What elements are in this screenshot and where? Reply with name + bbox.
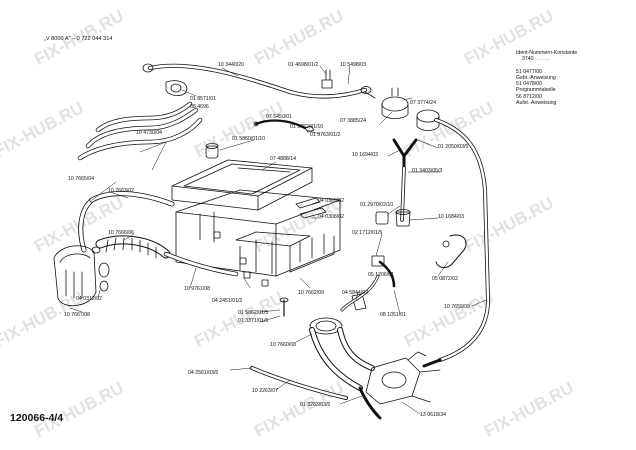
part-label: 01 9763/01/2 — [310, 132, 341, 138]
ident-item: 51 0477/00 — [516, 68, 542, 75]
part-label: 01 2970/02/10 — [360, 202, 394, 208]
part-label: 07 3885/24 — [340, 118, 366, 124]
ident-item: 51 0478/00 — [516, 81, 542, 88]
part-label: 04 0308/02 — [318, 214, 344, 220]
part-label: 01 4698/01/2 — [288, 62, 319, 68]
part-label: 07 4888/14 — [270, 156, 296, 162]
ident-title: Ident-Nummern-Konstante — [516, 50, 578, 56]
part-label: 07 5450/01 — [266, 114, 292, 120]
part-label: 10 5498/03 — [340, 62, 366, 68]
part-label: 10 1694/03 — [352, 152, 378, 158]
part-label: 01 3371/01/5 — [238, 318, 269, 324]
part-label: 04 5844/02 — [342, 290, 368, 296]
ident-code: 3740 . . . . . — [522, 56, 550, 63]
part-label: 10 1684/03 — [438, 214, 464, 220]
ident-item: Aufst.-Anweisung — [516, 100, 557, 107]
part-label: 10 7666/06 — [108, 230, 134, 236]
ident-number-block: Ident-Nummern-Konstante 3740 . . . . . 5… — [516, 50, 577, 106]
part-label: 10 7659/08 — [444, 304, 470, 310]
part-label: 02 1712/01/5 — [352, 230, 383, 236]
part-label: 05 0872/02 — [432, 276, 458, 282]
part-label: 01 8571/01 — [190, 96, 216, 102]
part-label: 01 2050/03/5 — [438, 144, 469, 150]
part-label: 01 5860/01/10 — [232, 136, 266, 142]
part-label: 05 1206/01 — [368, 272, 394, 278]
part-label: 01 3403/05/3 — [412, 168, 443, 174]
part-label: 13 0618/34 — [420, 412, 446, 418]
part-label: 10 7663/02 — [108, 188, 134, 194]
ident-item: Gebr.-Anweisung — [516, 74, 556, 81]
part-label: 04 2561/03/5 — [188, 370, 219, 376]
model-header: „V 8000 A“ – 0 722 044 314 — [44, 36, 113, 42]
ident-item: Programmtabelle — [516, 87, 556, 94]
page-reference: 120066-4/4 — [10, 412, 64, 424]
part-label: 10 4730/04 — [136, 130, 162, 136]
part-label: 10 7667/08 — [64, 312, 90, 318]
part-label: 10 2263/07 — [252, 388, 278, 394]
part-label: 08 4696 — [190, 104, 209, 110]
part-label: 04 0309/02 — [318, 198, 344, 204]
part-label: 01 9762/01/10 — [290, 124, 324, 130]
part-label: 10 7660/08 — [270, 342, 296, 348]
part-label: 10 3440/20 — [218, 62, 244, 68]
part-label: 08 1051/01 — [380, 312, 406, 318]
part-label: 04 2451/01/2 — [212, 298, 243, 304]
part-label: 10 9761/08 — [184, 286, 210, 292]
part-label: 10 7665/04 — [68, 176, 94, 182]
part-label: 01 5862/01/5 — [238, 310, 269, 316]
part-label: 10 7662/09 — [298, 290, 324, 296]
part-label: 07 3774/24 — [410, 100, 436, 106]
part-label: 01 3263/03/5 — [300, 402, 331, 408]
part-label: 04 0312/02 — [76, 296, 102, 302]
ident-item: 56 8712/00 — [516, 93, 542, 100]
